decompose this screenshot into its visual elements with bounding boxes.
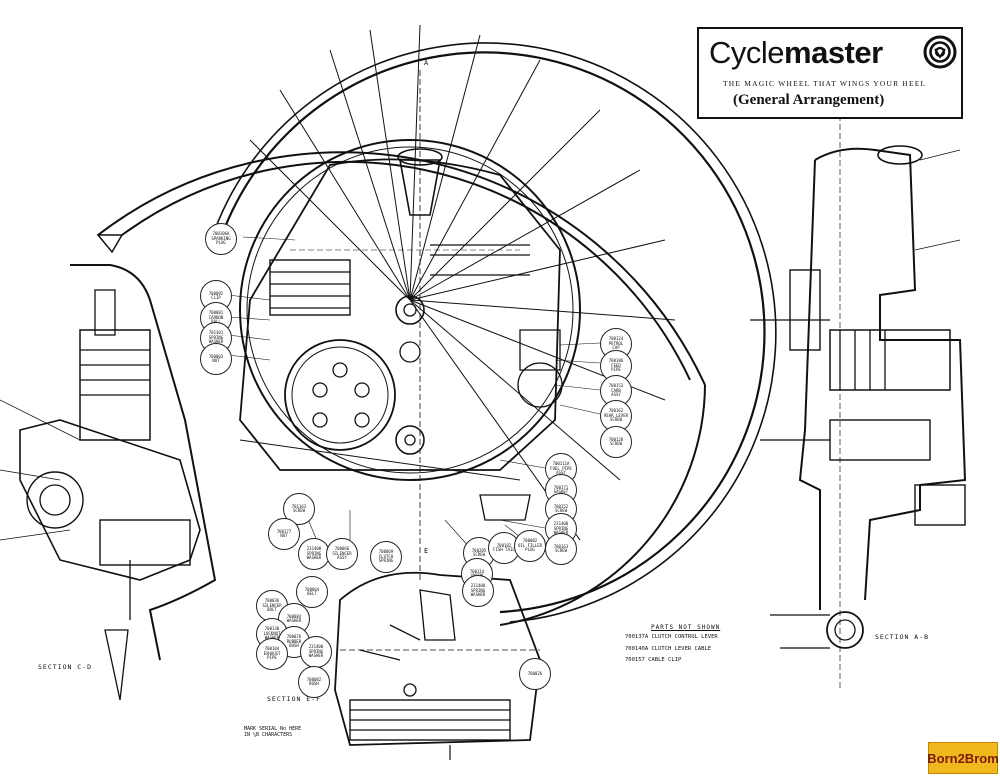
wheel-rim <box>96 42 777 626</box>
engine-housing <box>239 70 581 580</box>
part-callout-silencer-assy: 700066 SILENCER ASSY <box>326 538 358 570</box>
part-callout-spring-washer: 231400 SPRING WASHER <box>298 538 330 570</box>
wheel-spokes <box>249 24 676 541</box>
parts-row: 700140A CLUTCH LEVER CABLE <box>625 645 712 652</box>
view-marker-a: A <box>424 59 429 67</box>
part-callout-clutch-spring: 700069 CLUTCH SPRING <box>370 541 402 573</box>
brand-wordmark: Cyclemaster <box>709 35 883 71</box>
part-callout-oil-filler-plug: 700082 OIL FILLER PLUG <box>514 530 546 562</box>
view-marker-e: E <box>424 547 429 555</box>
watermark-logo: Born2Brom <box>927 742 999 774</box>
part-callout-bush: 700082 BUSH <box>298 666 330 698</box>
brand-bold: master <box>784 35 883 70</box>
part-callout-feed-pipe: 700186 FEED PIPE <box>600 350 632 382</box>
spiral-logo-icon <box>923 35 957 69</box>
tagline: THE MAGIC WHEEL THAT WINGS YOUR HEEL <box>723 79 927 88</box>
part-callout-nut: 700177 NUT <box>268 518 300 550</box>
part-callout-fish-tail: 700182 FISH TAIL <box>488 532 520 564</box>
part-callout-exhaust-pipe: 700104 EXHAUST PIPE <box>256 638 288 670</box>
part-callout-sparking-plug: 700106A SPARKING PLUG <box>205 223 237 255</box>
parts-row: 700137A CLUTCH CONTROL LEVER <box>625 634 718 640</box>
leader-lines <box>227 236 601 552</box>
part-callout-screw: 700163 SCREW <box>545 533 577 565</box>
parts-not-shown-table: PARTS NOT SHOWN 700137A CLUTCH CONTROL L… <box>625 625 719 663</box>
section-ab-drawing <box>750 70 967 690</box>
title-block: Cyclemaster THE MAGIC WHEEL THAT WINGS Y… <box>697 27 963 119</box>
part-callout-spring-washer: 231400 SPRING WASHER <box>462 575 494 607</box>
brand-light: Cycle <box>709 35 785 70</box>
part-callout-spring-washer: 231400 SPRING WASHER <box>300 636 332 668</box>
section-ef-drawing <box>334 571 541 760</box>
part-callout-belt: 700064 BELT <box>296 576 328 608</box>
section-ef-label: SECTION E-F <box>267 695 322 703</box>
part-callout-nut: 700003 NUT <box>200 343 232 375</box>
part-callout-screw: 700120 SCREW <box>600 426 632 458</box>
section-ab-label: SECTION A-B <box>875 633 930 641</box>
drawing-subtitle: (General Arrangement) <box>733 92 885 108</box>
parts-row: 700157 CABLE CLIP <box>625 657 682 663</box>
section-cd-drawing <box>0 264 217 701</box>
part-callout-part: 700026 <box>519 658 551 690</box>
serial-number-note: MARK SERIAL No HERE IN ¼B CHARACTERS <box>244 726 302 738</box>
section-cd-label: SECTION C-D <box>38 663 93 671</box>
parts-not-shown-heading: PARTS NOT SHOWN <box>651 624 721 631</box>
